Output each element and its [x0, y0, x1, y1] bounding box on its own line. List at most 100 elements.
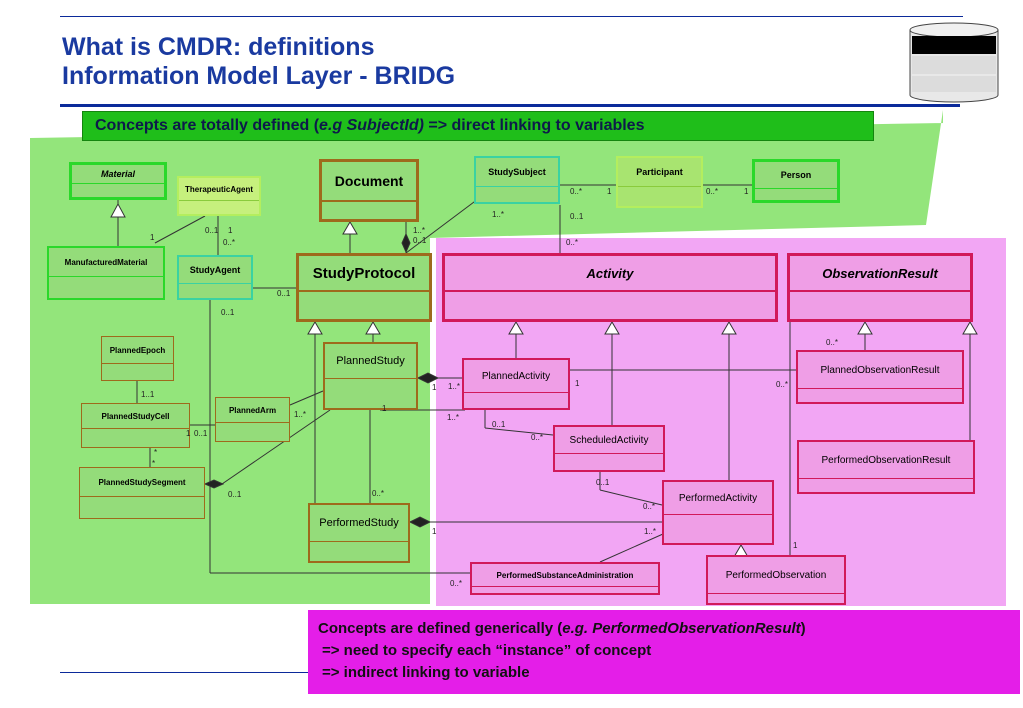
multiplicity-label: *	[152, 459, 156, 468]
multiplicity-label: 0..*	[531, 433, 544, 442]
multiplicity-label: 0..*	[566, 238, 579, 247]
title-underline	[60, 104, 960, 107]
multiplicity-label: *	[154, 448, 158, 457]
multiplicity-label: 0..1	[570, 212, 584, 221]
specific-banner-example: e.g SubjectId)	[319, 117, 424, 134]
multiplicity-label: 1	[432, 527, 437, 536]
generic-banner-line2: => need to specify each “instance” of co…	[322, 642, 652, 659]
multiplicity-label: 1	[793, 541, 798, 550]
multiplicity-label: 1..1	[141, 390, 155, 399]
class-planned-epoch: PlannedEpoch	[101, 336, 174, 381]
multiplicity-label: 0..1	[413, 236, 427, 245]
class-study-subject: StudySubject	[474, 156, 560, 204]
multiplicity-label: 1	[382, 404, 387, 413]
class-performed-substance-administration: PerformedSubstanceAdministration	[470, 562, 660, 595]
multiplicity-label: 0..*	[223, 238, 236, 247]
class-performed-observation-result-name: PerformedObservationResult	[821, 454, 951, 466]
class-therapeutic-agent: TherapeuticAgent	[177, 176, 261, 216]
specific-banner-prefix: Concepts are totally defined (	[95, 117, 320, 134]
class-material: Material	[69, 162, 167, 200]
multiplicity-label: 1..*	[448, 382, 461, 391]
class-planned-study-segment: PlannedStudySegment	[79, 467, 205, 519]
multiplicity-label: 1..*	[413, 226, 426, 235]
multiplicity-label: 0..*	[826, 338, 839, 347]
multiplicity-label: 0..1	[596, 478, 610, 487]
class-therapeutic-agent-name: TherapeuticAgent	[184, 184, 253, 194]
class-performed-observation: PerformedObservation	[706, 555, 846, 605]
multiplicity-label: 0..1	[221, 308, 235, 317]
generic-banner-line1: Concepts are defined generically (e.g. P…	[318, 618, 1020, 640]
generic-banner-suffix: )	[800, 620, 806, 637]
class-planned-study-segment-name: PlannedStudySegment	[98, 477, 186, 487]
class-person: Person	[752, 159, 840, 203]
class-document-name: Document	[334, 173, 404, 189]
multiplicity-label: 0..*	[706, 187, 719, 196]
class-participant: Participant	[616, 156, 703, 208]
class-study-subject-name: StudySubject	[488, 167, 546, 177]
arm-to-plannedstudy	[289, 390, 324, 406]
class-observation-result: ObservationResult	[787, 253, 973, 322]
multiplicity-label: 0..1	[205, 226, 219, 235]
class-manufactured-material: ManufacturedMaterial	[47, 246, 165, 300]
specific-concepts-banner: Concepts are totally defined (e.g Subjec…	[82, 111, 874, 141]
class-planned-study-name: PlannedStudy	[336, 355, 405, 367]
class-planned-activity: PlannedActivity	[462, 358, 570, 410]
class-performed-study-name: PerformedStudy	[319, 517, 399, 529]
multiplicity-label: 1..*	[492, 210, 505, 219]
multiplicity-label: 1	[228, 226, 233, 235]
class-planned-study: PlannedStudy	[323, 342, 418, 410]
class-study-protocol-name: StudyProtocol	[312, 264, 416, 282]
multiplicity-label: 1	[744, 187, 749, 196]
class-study-agent: StudyAgent	[177, 255, 253, 300]
class-planned-observation-result: PlannedObservationResult	[796, 350, 964, 404]
multiplicity-label: 1	[186, 429, 191, 438]
multiplicity-label: 0..1	[228, 490, 242, 499]
class-performed-observation-name: PerformedObservation	[725, 569, 827, 581]
bottom-rule	[60, 672, 308, 673]
class-document: Document	[319, 159, 419, 222]
class-activity-name: Activity	[586, 265, 634, 281]
generic-banner-line3: => indirect linking to variable	[322, 664, 530, 681]
generic-banner-prefix: Concepts are defined generically (	[318, 620, 563, 637]
multiplicity-label: 0..1	[492, 420, 506, 429]
class-participant-name: Participant	[636, 167, 683, 177]
class-person-name: Person	[780, 170, 812, 180]
class-performed-activity: PerformedActivity	[662, 480, 774, 545]
class-planned-observation-result-name: PlannedObservationResult	[820, 364, 940, 376]
class-performed-study: PerformedStudy	[308, 503, 410, 563]
generic-banner-example: e.g. PerformedObservationResult	[562, 620, 801, 637]
multiplicity-label: 1..*	[447, 413, 460, 422]
material-arrowhead	[110, 202, 126, 218]
class-material-name: Material	[100, 169, 135, 179]
multiplicity-label: 0..*	[372, 489, 385, 498]
class-planned-study-cell-name: PlannedStudyCell	[101, 411, 170, 421]
top-rule	[60, 16, 963, 17]
class-planned-activity-name: PlannedActivity	[481, 370, 551, 382]
page-title: What is CMDR: definitions	[62, 33, 375, 61]
class-planned-arm: PlannedArm	[215, 397, 290, 442]
class-scheduled-activity: ScheduledActivity	[553, 425, 665, 472]
class-observation-result-name: ObservationResult	[822, 265, 938, 281]
multiplicity-label: 1	[575, 379, 580, 388]
class-performed-activity-name: PerformedActivity	[678, 492, 758, 504]
class-manufactured-material-name: ManufacturedMaterial	[64, 257, 148, 267]
multiplicity-label: 0..*	[776, 380, 789, 389]
generic-concepts-banner: Concepts are defined generically (e.g. P…	[308, 610, 1020, 694]
multiplicity-label: 1	[150, 233, 155, 242]
class-planned-epoch-name: PlannedEpoch	[109, 345, 166, 355]
multiplicity-label: 0..*	[570, 187, 583, 196]
multiplicity-label: 0..1	[194, 429, 208, 438]
class-scheduled-activity-name: ScheduledActivity	[569, 434, 649, 446]
multiplicity-label: 0..*	[643, 502, 656, 511]
multiplicity-label: 1	[607, 187, 612, 196]
multiplicity-label: 1..*	[294, 410, 307, 419]
class-activity: Activity	[442, 253, 778, 322]
class-performed-substance-administration-name: PerformedSubstanceAdministration	[496, 570, 634, 580]
multiplicity-label: 1	[432, 383, 437, 392]
class-planned-arm-name: PlannedArm	[228, 405, 277, 415]
page-subtitle: Information Model Layer - BRIDG	[62, 62, 456, 90]
class-performed-observation-result: PerformedObservationResult	[797, 440, 975, 494]
multiplicity-label: 1..*	[644, 527, 657, 536]
multiplicity-label: 0..*	[450, 579, 463, 588]
multiplicity-label: 0..1	[277, 289, 291, 298]
